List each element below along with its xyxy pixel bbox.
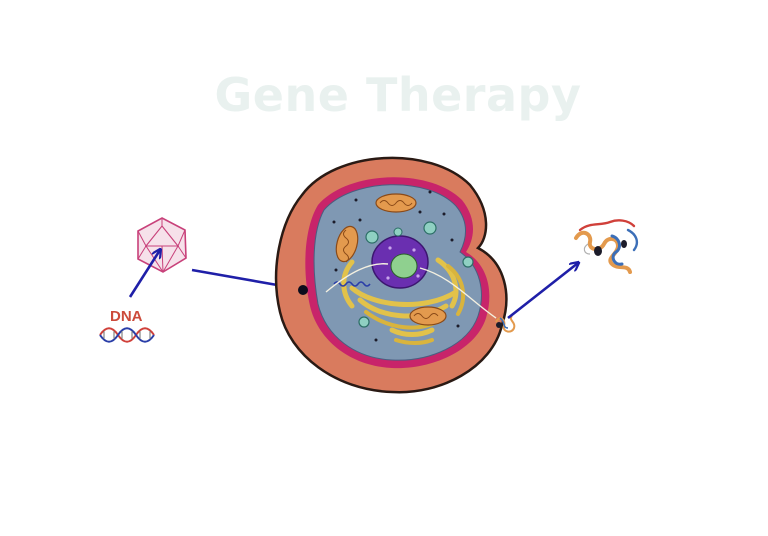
protein-small-icon	[495, 315, 516, 333]
page-title: Gene Therapy	[214, 68, 582, 122]
arrow-cell-to-protein	[507, 263, 578, 320]
protein-icon	[574, 219, 639, 274]
dna-label: DNA	[110, 308, 143, 325]
arrow-dna-to-virus	[128, 250, 160, 298]
dna-helix-icon	[99, 327, 155, 343]
virus-capsid-icon	[137, 217, 187, 273]
cell-icon	[274, 156, 508, 394]
